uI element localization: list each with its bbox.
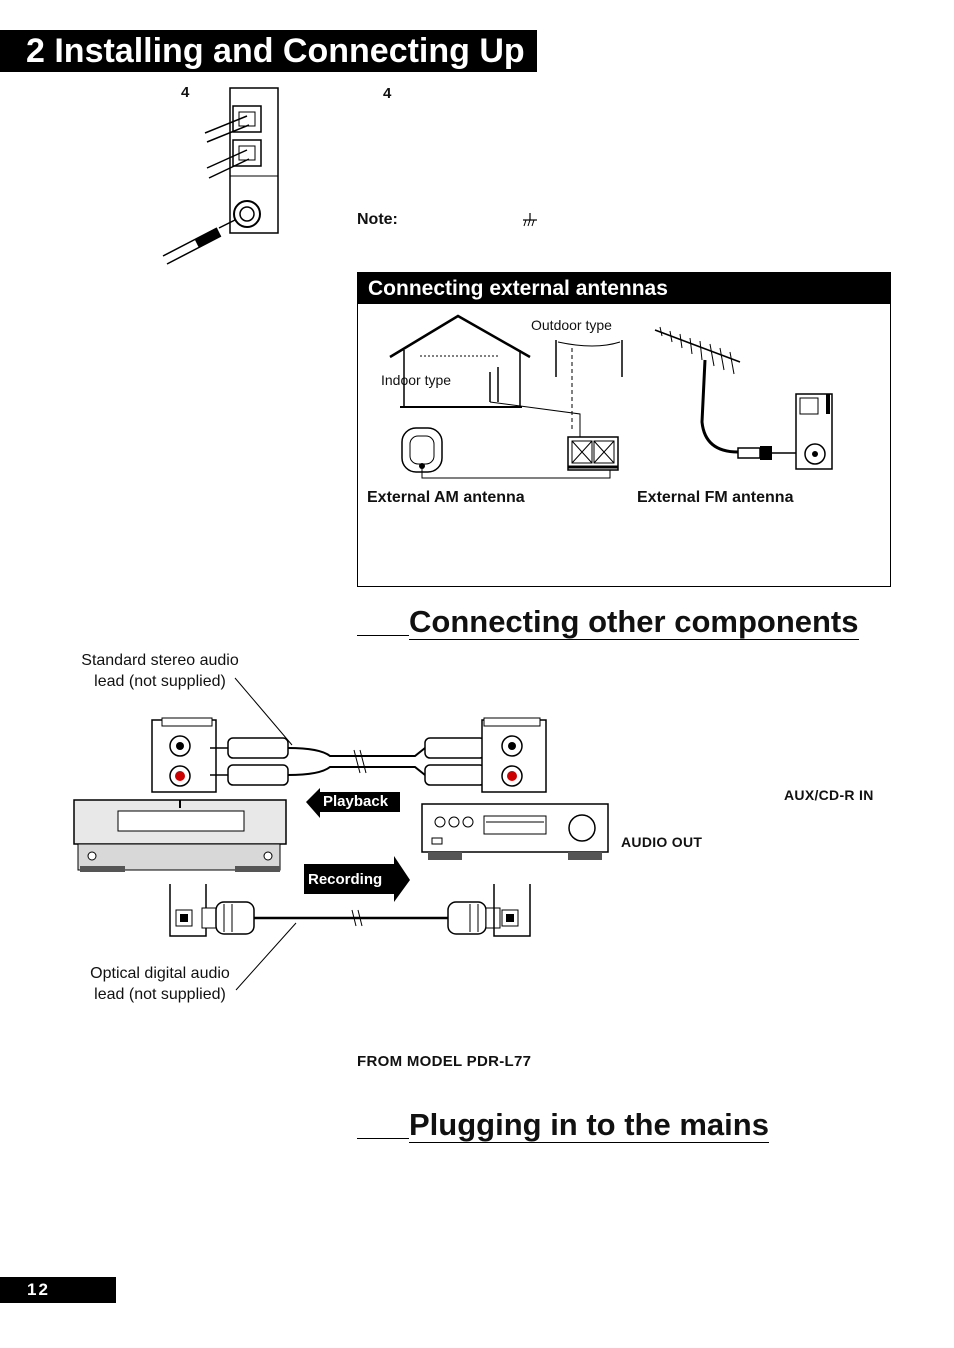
chapter-title: 2 Installing and Connecting Up (0, 30, 537, 72)
stereo-lead-line2: lead (not supplied) (94, 673, 226, 690)
playback-label: Playback (323, 793, 389, 810)
stereo-lead-caption: Standard stereo audio lead (not supplied… (60, 650, 260, 692)
page-number: 12 (0, 1277, 116, 1303)
optical-lead-line1: Optical digital audio (90, 965, 230, 982)
note-label: Note: (357, 211, 398, 228)
fm-antenna-label: External FM antenna (637, 489, 794, 506)
am-antenna-label: External AM antenna (367, 489, 525, 506)
outdoor-type-label: Outdoor type (531, 317, 612, 333)
external-antennas-title: Connecting external antennas (358, 273, 890, 304)
audio-out-label: AUDIO OUT (621, 834, 703, 850)
mains-heading: Plugging in to the mains (409, 1107, 769, 1143)
optical-lead-line2: lead (not supplied) (94, 986, 226, 1003)
components-heading: Connecting other components (409, 604, 859, 640)
step-number-right: 4 (383, 85, 392, 102)
external-antennas-box: Connecting external antennas Outdoor typ… (357, 272, 891, 587)
antenna-terminal-illustration (162, 87, 279, 265)
from-model-label: FROM MODEL PDR-L77 (357, 1053, 532, 1070)
step-number-left: 4 (181, 84, 190, 101)
antenna-diagram (389, 314, 833, 479)
stereo-lead-line1: Standard stereo audio (81, 652, 239, 669)
components-diagram (73, 677, 609, 991)
recording-label: Recording (308, 871, 383, 888)
components-heading-wrap: Connecting other components (357, 604, 859, 640)
mains-heading-wrap: Plugging in to the mains (357, 1107, 769, 1143)
indoor-type-label: Indoor type (381, 372, 452, 388)
aux-cdr-in-label: AUX/CD-R IN (784, 787, 874, 803)
optical-lead-caption: Optical digital audio lead (not supplied… (60, 963, 260, 1005)
ground-icon (523, 213, 537, 227)
